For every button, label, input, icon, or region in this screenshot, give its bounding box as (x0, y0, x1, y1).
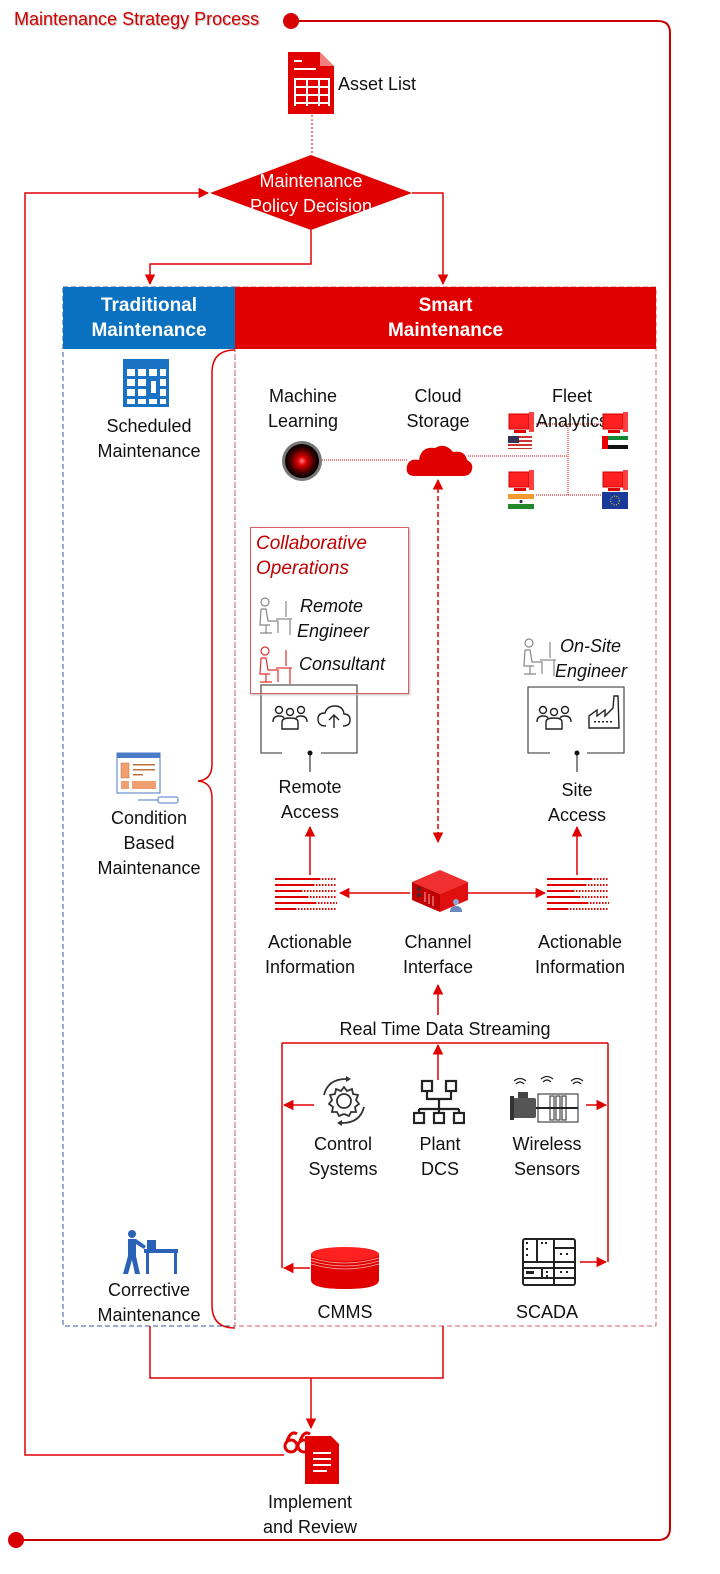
consultant-icon (259, 646, 292, 684)
cmms-label: CMMS (317, 1302, 373, 1322)
monitoring-window-icon (116, 752, 179, 804)
streaming-label: Real Time Data Streaming (339, 1019, 551, 1039)
review-document-icon (283, 1431, 339, 1484)
computer-usa-icon (508, 412, 534, 449)
plant-dcs-line2: DCS (420, 1159, 459, 1179)
onsite-line2: Engineer (555, 661, 628, 681)
collab-title1: Collaborative (256, 533, 367, 554)
computer-uae-icon (602, 412, 628, 449)
decision-line2: Policy Decision (249, 196, 373, 216)
channel-line1: Channel (404, 932, 472, 952)
corrective-line1: Corrective (107, 1280, 191, 1300)
remote-access-line1: Remote (278, 777, 342, 797)
diagram-title: Maintenance Strategy Process (14, 9, 260, 29)
cloud-upload-icon (317, 705, 351, 728)
wireless-line2: Sensors (513, 1159, 581, 1179)
control-systems-line1: Control (313, 1134, 373, 1154)
consultant-label: Consultant (299, 654, 386, 674)
server-icon (412, 870, 468, 912)
asset-list-label: Asset List (338, 74, 417, 94)
traditional-header-line1: Traditional (100, 295, 198, 316)
computer-india-icon (508, 470, 534, 509)
cloud-line2: Storage (406, 411, 470, 431)
wireless-sensors-icon (510, 1076, 584, 1123)
site-access-line2: Access (547, 805, 607, 825)
cloud-line1: Cloud (414, 386, 462, 406)
spreadsheet-document-icon (288, 52, 334, 114)
smart-header: Smart Maintenance (235, 293, 656, 343)
remote-engineer-line1: Remote (300, 596, 364, 616)
traditional-header-line2: Maintenance (91, 320, 207, 341)
factory-icon (588, 695, 620, 729)
ai-eye-icon (282, 441, 322, 481)
team-icon (536, 705, 572, 730)
smart-header-line1: Smart (418, 295, 473, 316)
implement-line2: and Review (262, 1517, 358, 1537)
site-access-line1: Site (561, 780, 593, 800)
actionable-info-icon (275, 878, 337, 910)
computer-eu-icon (602, 470, 628, 509)
remote-engineer-icon (259, 597, 292, 635)
network-hierarchy-icon (413, 1079, 465, 1125)
plant-dcs-line1: Plant (419, 1134, 461, 1154)
corrective-line2: Maintenance (97, 1305, 201, 1325)
actionable-info-icon (547, 878, 609, 910)
actionable-left-line2: Information (264, 957, 356, 977)
process-frame (8, 13, 671, 1548)
actionable-right-line1: Actionable (537, 932, 623, 952)
bracket (197, 349, 236, 1329)
ml-line2: Learning (267, 411, 339, 431)
remote-access-line2: Access (280, 802, 340, 822)
database-icon (310, 1247, 380, 1289)
fleet-line2: Analytics (535, 411, 609, 431)
implement-line1: Implement (267, 1492, 353, 1512)
remote-engineer-line2: Engineer (297, 621, 370, 641)
control-systems-line2: Systems (308, 1159, 378, 1179)
fleet-line1: Fleet (551, 386, 593, 406)
team-icon (272, 705, 308, 730)
onsite-engineer-icon (523, 638, 556, 676)
cloud-icon (406, 445, 473, 476)
scheduled-line2: Maintenance (97, 441, 201, 461)
collab-title2: Operations (256, 558, 349, 579)
calendar-icon (123, 359, 169, 407)
actionable-left-line1: Actionable (267, 932, 353, 952)
condition-line1: Condition (110, 808, 188, 828)
onsite-line1: On-Site (560, 636, 622, 656)
collaborative-operations-box (250, 527, 409, 694)
wireless-line1: Wireless (512, 1134, 582, 1154)
scada-panel-icon (522, 1238, 576, 1286)
control-systems-icon (323, 1076, 365, 1126)
scheduled-line1: Scheduled (106, 416, 192, 436)
actionable-right-line2: Information (534, 957, 626, 977)
decision-line1: Maintenance (259, 171, 363, 191)
ml-line1: Machine (268, 386, 338, 406)
decision-diamond (210, 155, 412, 230)
channel-line2: Interface (402, 957, 474, 977)
scada-label: SCADA (515, 1302, 578, 1322)
condition-line2: Based (123, 833, 175, 853)
worker-icon (123, 1230, 178, 1274)
traditional-header: Traditional Maintenance (63, 293, 235, 343)
smart-header-line2: Maintenance (387, 320, 504, 341)
condition-line3: Maintenance (97, 858, 201, 878)
